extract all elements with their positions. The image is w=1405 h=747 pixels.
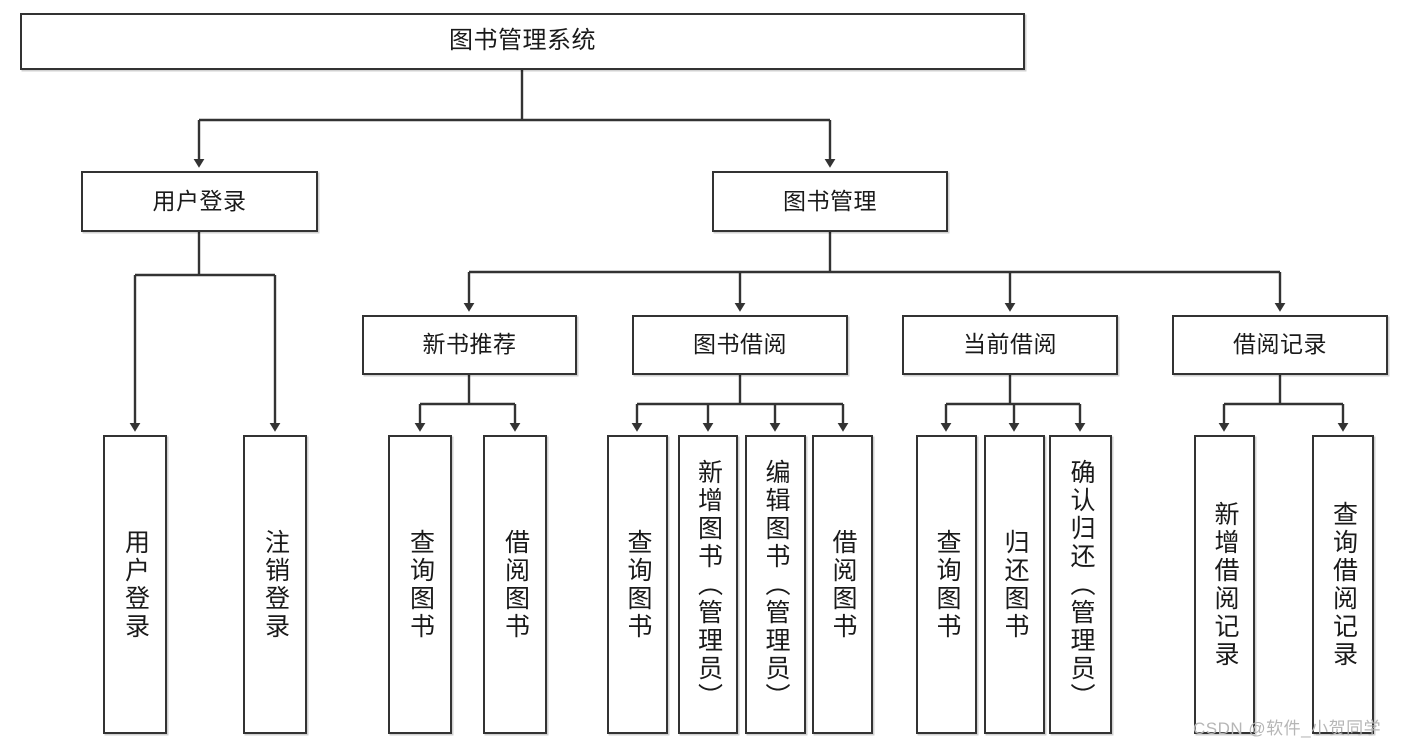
leaf-newbook-borrow-book[interactable]: 借阅图书 bbox=[483, 435, 547, 734]
node-label: 查询借阅记录 bbox=[1329, 500, 1358, 669]
node-label: 新书推荐 bbox=[422, 331, 517, 358]
leaf-user-logout[interactable]: 注销登录 bbox=[243, 435, 307, 734]
leaf-current-confirm-return-admin[interactable]: 确认归还（管理员） bbox=[1049, 435, 1112, 734]
node-borrow-record[interactable]: 借阅记录 bbox=[1172, 315, 1388, 375]
node-label: 用户登录 bbox=[121, 528, 150, 641]
node-book-management-module[interactable]: 图书管理 bbox=[712, 171, 948, 232]
node-label: 借阅图书 bbox=[501, 528, 530, 641]
leaf-newbook-query-book[interactable]: 查询图书 bbox=[388, 435, 452, 734]
node-label: 新增借阅记录 bbox=[1211, 500, 1239, 669]
node-book-borrow[interactable]: 图书借阅 bbox=[632, 315, 848, 375]
leaf-borrow-borrow-book[interactable]: 借阅图书 bbox=[812, 435, 873, 734]
node-label: 确认归还（管理员） bbox=[1067, 458, 1095, 711]
node-label: 当前借阅 bbox=[963, 331, 1057, 358]
node-label: 新增图书（管理员） bbox=[694, 458, 723, 711]
csdn-watermark: CSDN @软件_小贺同学 bbox=[1193, 719, 1382, 738]
node-new-book-recommend[interactable]: 新书推荐 bbox=[362, 315, 577, 375]
node-label: 用户登录 bbox=[152, 187, 247, 214]
leaf-user-login[interactable]: 用户登录 bbox=[103, 435, 167, 734]
node-current-borrow[interactable]: 当前借阅 bbox=[902, 315, 1118, 375]
node-label: 图书管理 bbox=[783, 187, 877, 214]
leaf-borrow-add-book-admin[interactable]: 新增图书（管理员） bbox=[678, 435, 738, 734]
node-label: 编辑图书（管理员） bbox=[762, 458, 790, 711]
node-label: 查询图书 bbox=[933, 528, 961, 641]
node-label: 借阅记录 bbox=[1233, 331, 1327, 358]
leaf-record-query-record[interactable]: 查询借阅记录 bbox=[1312, 435, 1374, 734]
leaf-current-query-book[interactable]: 查询图书 bbox=[916, 435, 977, 734]
node-label: 注销登录 bbox=[261, 528, 290, 641]
leaf-current-return-book[interactable]: 归还图书 bbox=[984, 435, 1045, 734]
node-label: 查询图书 bbox=[406, 528, 435, 641]
node-label: 查询图书 bbox=[624, 528, 652, 641]
node-label: 归还图书 bbox=[1001, 528, 1029, 641]
node-user-login-module[interactable]: 用户登录 bbox=[81, 171, 318, 232]
node-root-system[interactable]: 图书管理系统 bbox=[20, 13, 1025, 70]
node-label: 图书借阅 bbox=[693, 331, 787, 358]
node-label: 图书管理系统 bbox=[449, 27, 596, 55]
leaf-borrow-edit-book-admin[interactable]: 编辑图书（管理员） bbox=[745, 435, 806, 734]
leaf-borrow-query-book[interactable]: 查询图书 bbox=[607, 435, 668, 734]
node-label: 借阅图书 bbox=[829, 528, 857, 641]
leaf-record-add-record[interactable]: 新增借阅记录 bbox=[1194, 435, 1255, 734]
